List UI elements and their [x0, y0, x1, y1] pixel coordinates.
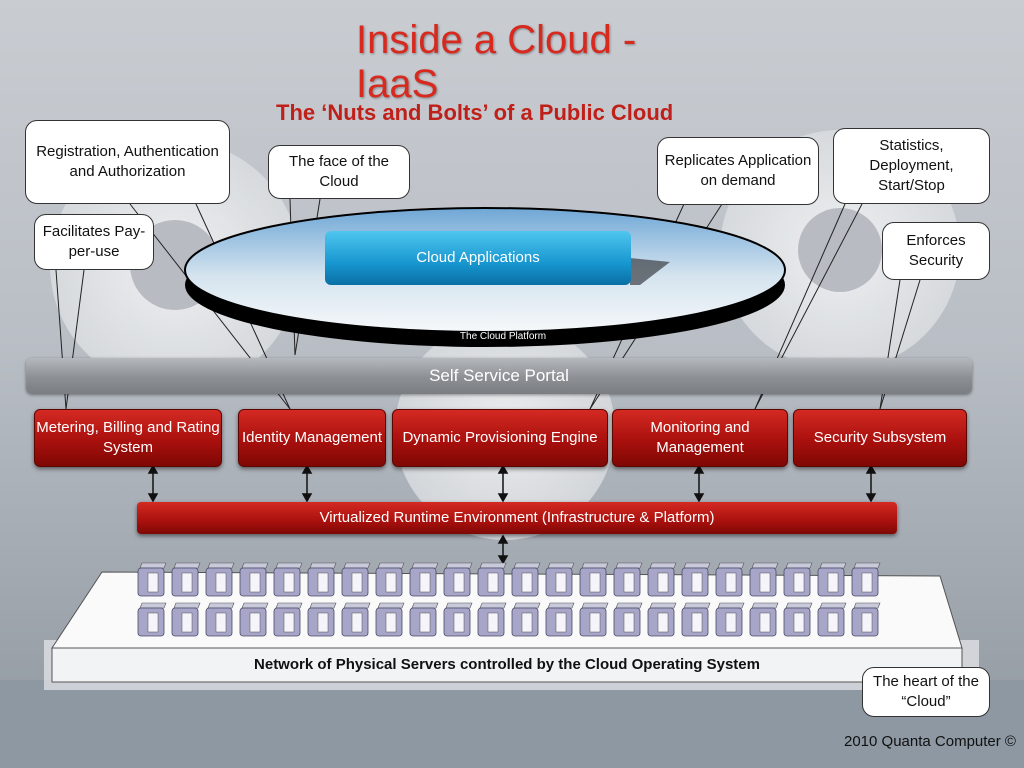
server-tower-icon [647, 562, 677, 597]
server-tower-icon [341, 602, 371, 637]
server-tower-icon [851, 562, 881, 597]
physical-servers-label: Network of Physical Servers controlled b… [254, 656, 760, 673]
server-tower-icon [715, 602, 745, 637]
server-tower-icon [783, 562, 813, 597]
server-tower-icon [613, 602, 643, 637]
server-tower-icon [205, 562, 235, 597]
server-tower-icon [749, 602, 779, 637]
server-tower-icon [409, 562, 439, 597]
server-tower-icon [307, 562, 337, 597]
server-tower-icon [375, 602, 405, 637]
server-tower-icon [239, 602, 269, 637]
callout-heart: The heart of the “Cloud” [862, 667, 990, 717]
server-tower-icon [613, 562, 643, 597]
server-tower-icon [341, 562, 371, 597]
self-service-portal: Self Service Portal [26, 358, 972, 394]
connector-arrows [147, 464, 877, 565]
server-tower-icon [205, 602, 235, 637]
server-tower-icon [749, 562, 779, 597]
server-tower-icon [375, 562, 405, 597]
callout-face: The face of the Cloud [268, 145, 410, 199]
server-tower-icon [307, 602, 337, 637]
server-tower-icon [273, 602, 303, 637]
server-tower-icon [545, 602, 575, 637]
server-tower-icon [137, 602, 167, 637]
server-tower-icon [409, 602, 439, 637]
security-subsystem-box: Security Subsystem [793, 409, 967, 467]
server-rows [137, 562, 881, 637]
server-tower-icon [477, 562, 507, 597]
server-tower-icon [647, 602, 677, 637]
copyright-footer: 2010 Quanta Computer © [844, 733, 1016, 750]
server-tower-icon [715, 562, 745, 597]
server-tower-icon [171, 602, 201, 637]
server-tower-icon [579, 562, 609, 597]
cloud-platform-label: The Cloud Platform [459, 331, 547, 342]
callout-facilitates: Facilitates Pay-per-use [34, 214, 154, 270]
sky-band [0, 680, 1024, 768]
dynamic-provisioning-box: Dynamic Provisioning Engine [392, 409, 608, 467]
server-tower-icon [171, 562, 201, 597]
callout-registration: Registration, Authentication and Authori… [25, 120, 230, 204]
server-tower-icon [681, 602, 711, 637]
server-tower-icon [443, 602, 473, 637]
page-subtitle: The ‘Nuts and Bolts’ of a Public Cloud [276, 100, 674, 125]
server-tower-icon [239, 562, 269, 597]
server-tower-icon [579, 602, 609, 637]
server-tower-icon [783, 602, 813, 637]
server-tower-icon [545, 562, 575, 597]
server-tower-icon [817, 562, 847, 597]
server-tower-icon [477, 602, 507, 637]
server-tower-icon [851, 602, 881, 637]
identity-management-box: Identity Management [238, 409, 386, 467]
virtualized-runtime-bar: Virtualized Runtime Environment (Infrast… [137, 502, 897, 534]
server-tower-icon [681, 562, 711, 597]
page-title: Inside a Cloud - IaaS [356, 18, 637, 106]
server-tower-icon [511, 602, 541, 637]
cloud-applications: Cloud Applications [325, 231, 631, 285]
monitoring-management-box: Monitoring and Management [612, 409, 788, 467]
server-tower-icon [443, 562, 473, 597]
callout-statistics: Statistics, Deployment, Start/Stop [833, 128, 990, 204]
callout-enforces: Enforces Security [882, 222, 990, 280]
server-tower-icon [273, 562, 303, 597]
metering-billing-box: Metering, Billing and Rating System [34, 409, 222, 467]
server-tower-icon [137, 562, 167, 597]
server-tower-icon [511, 562, 541, 597]
server-tower-icon [817, 602, 847, 637]
callout-replicates: Replicates Application on demand [657, 137, 819, 205]
